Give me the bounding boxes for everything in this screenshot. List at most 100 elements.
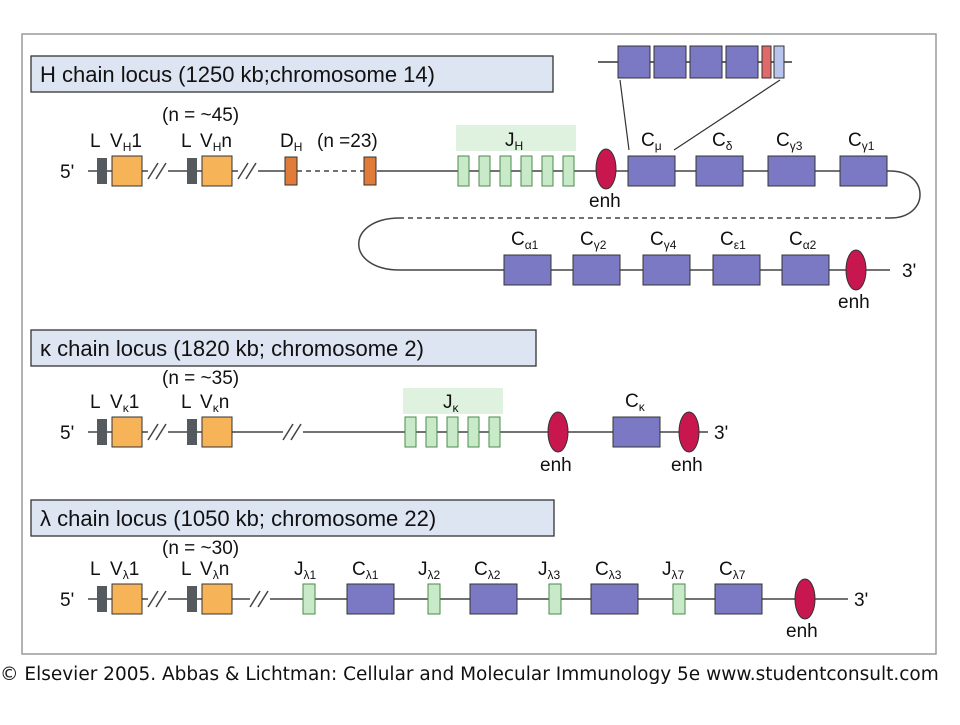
k-vn-gene [201,416,233,448]
h-c-label: Cμ [641,130,662,153]
inset-exon [725,45,759,79]
l-j-label: Jλ3 [538,559,561,582]
inset-membrane-exon [761,45,772,79]
h-leader-n [187,158,197,184]
l-c-label: Cλ1 [352,559,379,582]
inset-exon [653,45,687,79]
l-jc-pair-2: Jλ2 Cλ2 [418,559,518,615]
h-c-epsilon1-gene [712,254,761,286]
l-j-label: Jλ2 [418,559,441,582]
h-constant-bottom: Cα1 Cγ2 Cγ4 Cε1 Cα2 [503,229,830,286]
k-n-v: (n = ~35) [162,368,239,389]
k-title: κ chain locus (1820 kb; chromosome 2) [40,336,424,361]
h-c-label: Cα2 [789,229,817,252]
l-three-prime: 3' [854,590,868,611]
l-leader-n [187,586,197,612]
l-chain-section: λ chain locus (1050 kb; chromosome 22) 5… [30,499,868,642]
h-c-delta-gene [695,155,744,187]
l-c-label: Cλ3 [595,559,622,582]
l-v1-label: Vλ1 [110,559,139,582]
k-vn-label: Vκn [200,392,229,415]
k-leader-1 [97,419,107,445]
h-d-gene-first [284,156,298,186]
l-j-gene [548,583,562,615]
h-vn-label: VHn [200,131,232,154]
h-v1-label: VH1 [110,131,142,154]
k-j-gene [425,416,438,448]
k-j-gene [404,416,417,448]
h-c-mu-gene [627,155,676,187]
h-v1-gene [111,155,143,187]
k-three-prime: 3' [714,423,728,444]
l-vn-label: Vλn [200,559,229,582]
l-title: λ chain locus (1050 kb; chromosome 22) [40,506,436,531]
k-j-gene [467,416,480,448]
h-c-gamma3-gene [767,155,816,187]
l-j-gene [302,583,316,615]
k-j-gene [446,416,459,448]
l-break-marks [147,590,269,608]
l-j-label: Jλ7 [662,559,685,582]
h-break-marks [147,162,257,180]
l-jc-pair-4: Jλ7 Cλ7 [662,559,763,615]
k-title-box [30,329,537,367]
k-enhancer-2 [678,411,700,453]
inset-exon [689,45,723,79]
k-j-genes [404,416,501,448]
inset-cytoplasmic-exon [773,45,785,79]
h-c-label: Cγ4 [650,229,677,252]
h-vn-gene [201,155,233,187]
k-c-gene [612,416,661,448]
l-v1-gene [111,583,143,615]
h-j-gene [541,155,554,187]
h-j-label: JH [505,130,523,153]
h-l2-label: L [181,131,192,152]
h-enhancer [595,148,617,190]
h-title: H chain locus (1250 kb;chromosome 14) [40,62,435,87]
l-leader-1 [97,586,107,612]
k-enh1-label: enh [540,455,572,476]
h-d-count: (n =23) [317,131,378,152]
l-five-prime: 5' [60,590,74,611]
h-j-gene [562,155,575,187]
l-jc-pair-1: Jλ1 Cλ1 [294,559,395,615]
l-vn-gene [201,583,233,615]
k-enhancer-1 [547,411,569,453]
l-c-gene [346,583,395,615]
h-chain-section: H chain locus (1250 kb;chromosome 14) [30,45,921,313]
h-c-gamma1-gene [839,155,888,187]
h-j-band [456,125,576,151]
k-c-label: Cκ [625,391,646,414]
l-j-gene [427,583,441,615]
k-l1-label: L [90,392,101,413]
k-leader-n [187,419,197,445]
k-v1-gene [111,416,143,448]
k-v1-label: Vκ1 [110,392,139,415]
l-c-label: Cλ7 [719,559,746,582]
l-n-v: (n = ~30) [162,538,239,559]
k-five-prime: 5' [60,423,74,444]
h-c-alpha2-gene [781,254,830,286]
l-l1-label: L [90,559,101,580]
h-leader-1 [97,158,107,184]
k-l2-label: L [181,392,192,413]
h-c-label: Cγ3 [776,130,803,153]
h-n-v: (n = ~45) [162,105,239,126]
h-j-gene [457,155,470,187]
l-title-box [30,499,555,537]
l-enh-label: enh [786,621,818,642]
l-c-gene [590,583,639,615]
inset-exon [617,45,651,79]
h-c-gamma4-gene [642,254,691,286]
h-c-label: Cα1 [511,229,539,252]
h-five-prime: 5' [60,162,74,183]
l-jc-pair-3: Jλ3 Cλ3 [538,559,639,615]
l-c-gene [469,583,518,615]
k-j-band [403,388,503,414]
h-d-gene-last [363,156,377,186]
h-constant-top: Cμ Cδ Cγ3 Cγ1 [627,130,888,187]
h-d-label: DH [280,131,302,154]
h-enh2-label: enh [838,292,870,313]
h-three-prime: 3' [902,261,916,282]
